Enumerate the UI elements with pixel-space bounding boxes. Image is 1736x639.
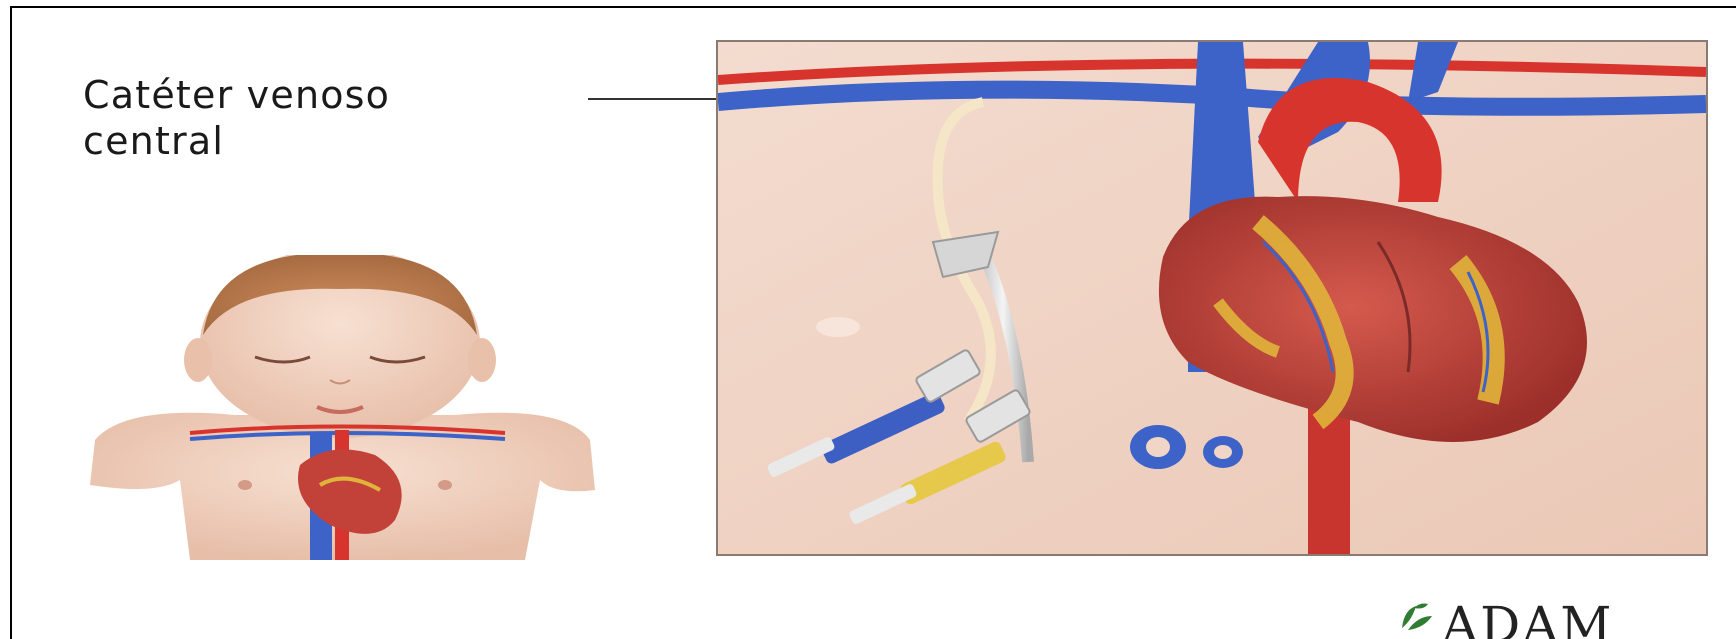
- catheter-label: Catéter venoso central: [83, 72, 603, 164]
- adam-logo: ADAM: [1396, 598, 1614, 639]
- heart-catheter-closeup: [716, 40, 1708, 556]
- baby-illustration: [85, 255, 605, 565]
- label-line-1: Catéter venoso: [83, 72, 603, 118]
- leaf-icon: [1396, 598, 1436, 638]
- logo-text: ADAM: [1442, 600, 1614, 639]
- label-line-2: central: [83, 118, 603, 164]
